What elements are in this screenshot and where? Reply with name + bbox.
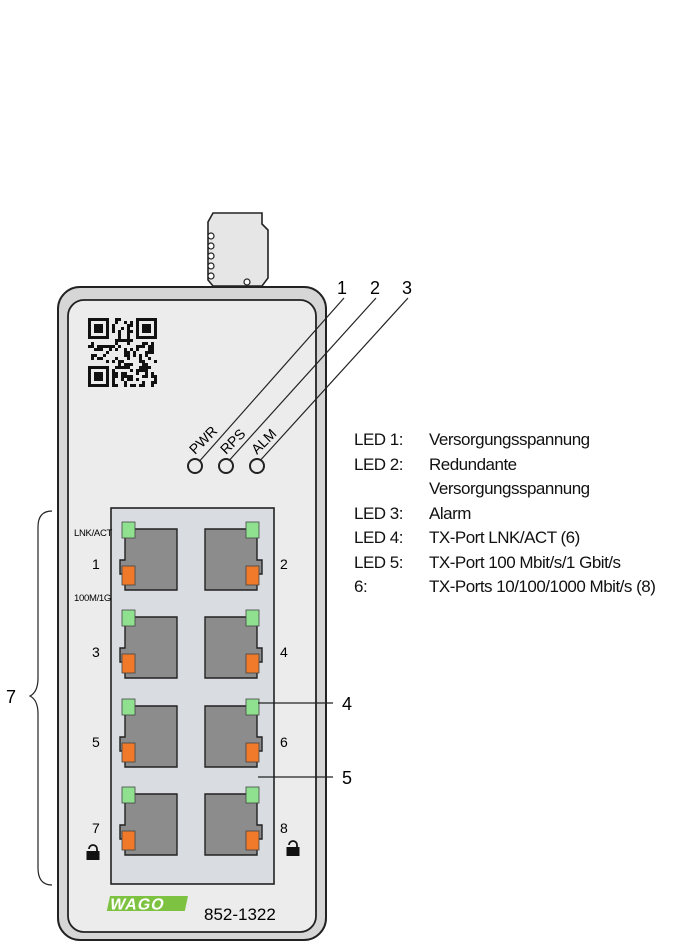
legend-key: LED 4:	[354, 528, 403, 547]
led-speed	[121, 742, 136, 763]
legend-key: 6:	[354, 577, 368, 596]
port-number-1: 1	[92, 556, 100, 572]
port-number-7: 7	[92, 820, 100, 836]
led-speed	[245, 565, 260, 586]
qr-code	[86, 316, 159, 389]
lnk-act-label: LNK/ACT	[74, 528, 113, 539]
legend-key: LED 3:	[354, 503, 403, 523]
legend-key	[354, 477, 429, 502]
port-number-8: 8	[280, 820, 288, 836]
legend-row: Versorgungsspannung	[354, 477, 655, 502]
rps-led	[218, 458, 234, 474]
port-brace	[28, 510, 53, 886]
lock-icon	[86, 844, 100, 860]
callout-1: 1	[337, 278, 347, 298]
led-speed	[121, 653, 136, 674]
legend-value: Alarm	[429, 503, 471, 523]
legend-value: Versorgungsspannung	[429, 430, 590, 449]
led-lnk-act	[245, 521, 260, 539]
legend-value: TX-Port 100 Mbit/s/1 Gbit/s	[429, 552, 621, 572]
port-number-2: 2	[280, 556, 288, 572]
port-number-5: 5	[92, 734, 100, 750]
legend-key: LED 1:	[354, 430, 403, 449]
led-legend: LED 1: Versorgungsspannung LED 2: Redundan…	[354, 428, 656, 600]
svg-text:WAGO: WAGO	[108, 896, 166, 914]
legend-row: LED 1: Versorgungsspannung	[354, 428, 655, 453]
led-lnk-act	[121, 609, 136, 627]
led-lnk-act	[121, 698, 136, 716]
led-lnk-act	[245, 698, 260, 716]
legend-value: Versorgungsspannung	[429, 479, 590, 498]
led-lnk-act	[121, 521, 136, 539]
led-lnk-act	[245, 609, 260, 627]
port-grid	[119, 521, 263, 856]
speed-label: 100M/1G	[74, 593, 111, 604]
lock-icon	[286, 840, 300, 856]
legend-value: TX-Ports 10/100/1000 Mbit/s (8)	[429, 577, 656, 596]
callout-4: 4	[342, 694, 352, 714]
port-number-6: 6	[280, 734, 288, 750]
led-speed	[245, 653, 260, 674]
callout-7: 7	[6, 687, 16, 707]
port-number-4: 4	[280, 644, 288, 660]
legend-key: LED 5:	[354, 552, 403, 572]
callout-2: 2	[370, 278, 380, 298]
legend-row: LED 5: TX-Port 100 Mbit/s/1 Gbit/s	[354, 551, 655, 576]
legend-key: LED 2:	[354, 454, 403, 474]
led-speed	[245, 742, 260, 763]
wago-logo: WAGO	[106, 896, 188, 914]
model-number: 852-1322	[204, 905, 276, 924]
led-lnk-act	[121, 786, 136, 804]
callout-5: 5	[342, 768, 352, 788]
pwr-led	[187, 458, 203, 474]
led-speed	[121, 565, 136, 586]
alm-led	[249, 458, 265, 474]
legend-row: LED 3: Alarm	[354, 502, 655, 527]
legend-row: 6: TX-Ports 10/100/1000 Mbit/s (8)	[354, 575, 656, 600]
legend-value: Redundante	[429, 454, 517, 474]
port-number-3: 3	[92, 644, 100, 660]
led-speed	[121, 830, 136, 851]
led-speed	[245, 830, 260, 851]
led-callout-lines	[196, 297, 409, 465]
din-rail-clip	[207, 212, 269, 287]
led-lnk-act	[245, 786, 260, 804]
legend-value: TX-Port LNK/ACT (6)	[429, 528, 580, 547]
legend-row: LED 2: Redundante	[354, 453, 655, 478]
callout-3: 3	[402, 278, 412, 298]
legend-row: LED 4: TX-Port LNK/ACT (6)	[354, 526, 655, 551]
